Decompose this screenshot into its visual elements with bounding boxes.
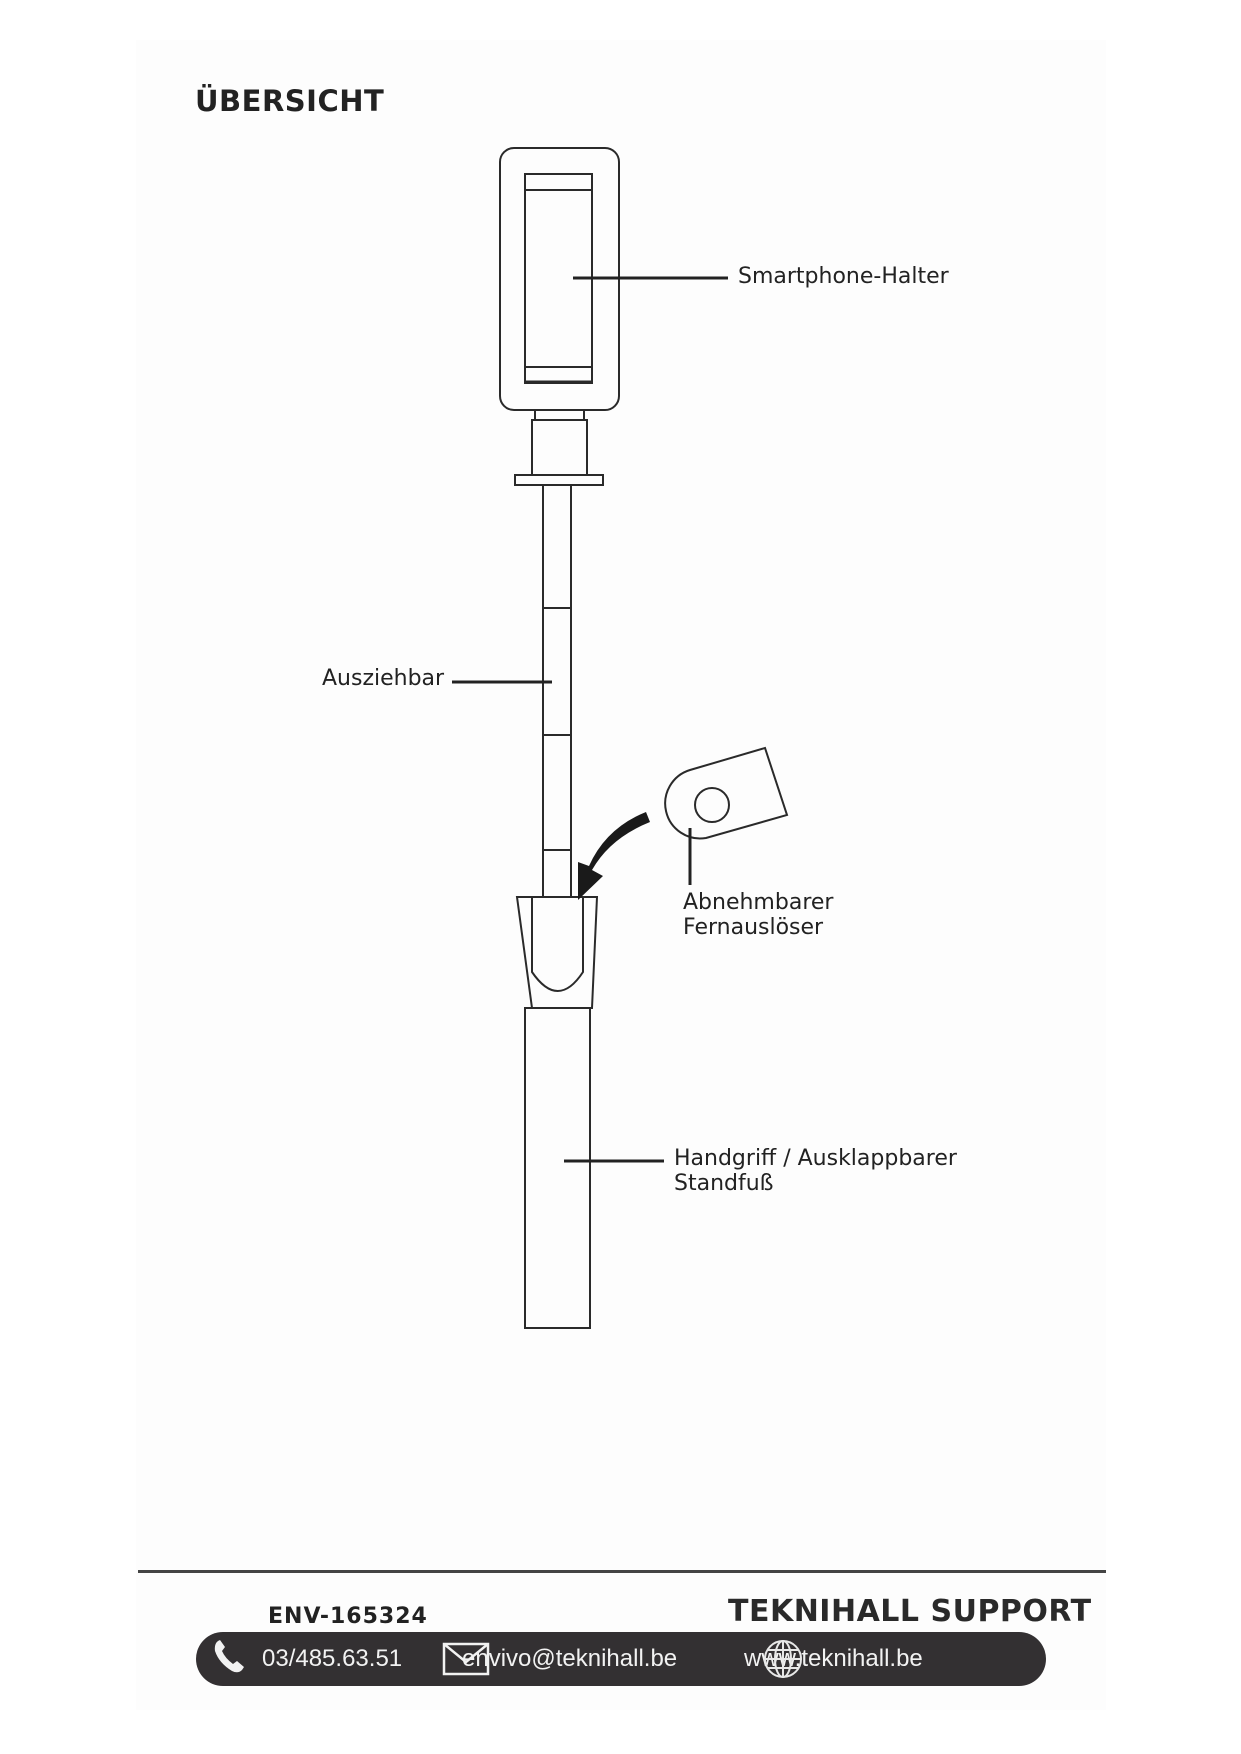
label-remote: Abnehmbarer Fernauslöser xyxy=(683,890,833,940)
remote-slot xyxy=(531,897,584,992)
page-title: ÜBERSICHT xyxy=(195,84,385,118)
label-handle-line1: Handgriff / Ausklappbarer xyxy=(674,1146,957,1171)
phone-number: 03/485.63.51 xyxy=(262,1645,403,1672)
holder-neck-top xyxy=(534,409,585,421)
model-number: ENV-165324 xyxy=(268,1604,428,1629)
contact-email[interactable]: envivo@teknihall.be xyxy=(442,1632,677,1686)
footer-divider xyxy=(138,1570,1106,1573)
phone-icon xyxy=(210,1636,250,1683)
remote-button xyxy=(694,787,730,823)
globe-icon xyxy=(762,1638,804,1687)
selfie-stick-diagram xyxy=(452,147,789,1329)
holder-collar xyxy=(514,474,604,486)
remote-control xyxy=(664,746,789,840)
page-background xyxy=(136,40,1106,1710)
envelope-icon xyxy=(442,1642,490,1683)
label-handle-line2: Standfuß xyxy=(674,1171,774,1196)
label-smartphone-holder: Smartphone-Halter xyxy=(738,264,949,289)
contact-website[interactable]: www.teknihall.be xyxy=(744,1632,923,1686)
contact-phone[interactable]: 03/485.63.51 xyxy=(210,1632,402,1686)
label-remote-line1: Abnehmbarer xyxy=(683,890,834,915)
label-handle: Handgriff / Ausklappbarer Standfuß xyxy=(674,1146,957,1196)
handle xyxy=(524,1007,591,1329)
support-brand: TEKNIHALL SUPPORT xyxy=(728,1594,1092,1629)
label-remote-line2: Fernauslöser xyxy=(683,915,824,940)
email-address: envivo@teknihall.be xyxy=(462,1645,678,1672)
label-extendable: Ausziehbar xyxy=(322,666,445,691)
remote-clip-head xyxy=(515,896,599,1009)
contact-bar: 03/485.63.51 envivo@teknihall.be www.tek… xyxy=(196,1632,1046,1686)
attach-arrow xyxy=(578,812,650,900)
extendable-rod xyxy=(542,484,572,898)
holder-neck xyxy=(531,419,588,476)
